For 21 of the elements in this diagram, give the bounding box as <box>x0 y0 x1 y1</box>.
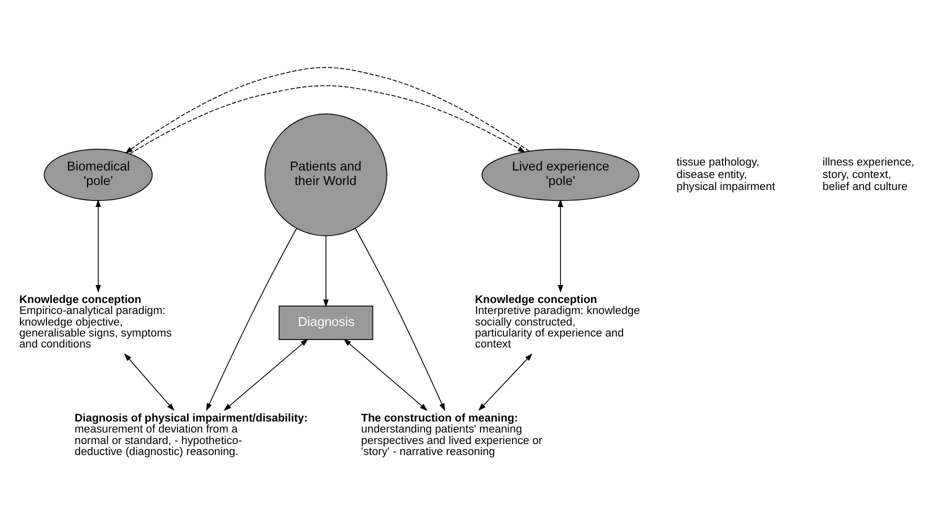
arrow <box>478 352 532 410</box>
arrow <box>206 227 298 411</box>
node-text: Diagnosis of physical impairment/disability: measurement of deviation from a normal or standard, - hypothetico-deductive (diagnostic) reasoning. <box>74 412 308 458</box>
node-box: Diagnosis <box>278 305 374 340</box>
arrow <box>96 198 101 292</box>
arrow <box>323 234 329 307</box>
node-circle: Patients and their World <box>264 112 388 236</box>
arrow <box>558 198 564 292</box>
arrow <box>129 84 526 154</box>
node-ellipse: Lived experience 'pole' <box>482 148 640 200</box>
arrow <box>224 338 308 410</box>
label: tissue pathology, disease entity, physical impairment <box>676 156 776 192</box>
node-ellipse: Biomedical 'pole' <box>44 148 153 200</box>
node-text: Knowledge conception Interpretive paradigm: knowledge socially constructed, particularity of experience and context <box>475 293 640 350</box>
arrow <box>124 352 174 410</box>
arrow <box>124 66 530 154</box>
arrow <box>354 227 446 411</box>
node-text: The construction of meaning: understanding patients' meaning perspectives and lived experience or 'story' - narrative reasoning <box>361 412 542 458</box>
node-text: Knowledge conception Empirico-analytical paradigm: knowledge objective, generalisable signs, symptoms and conditions <box>19 293 172 350</box>
arrow <box>344 338 428 410</box>
label: illness experience, story, context, belief and culture <box>822 156 914 192</box>
